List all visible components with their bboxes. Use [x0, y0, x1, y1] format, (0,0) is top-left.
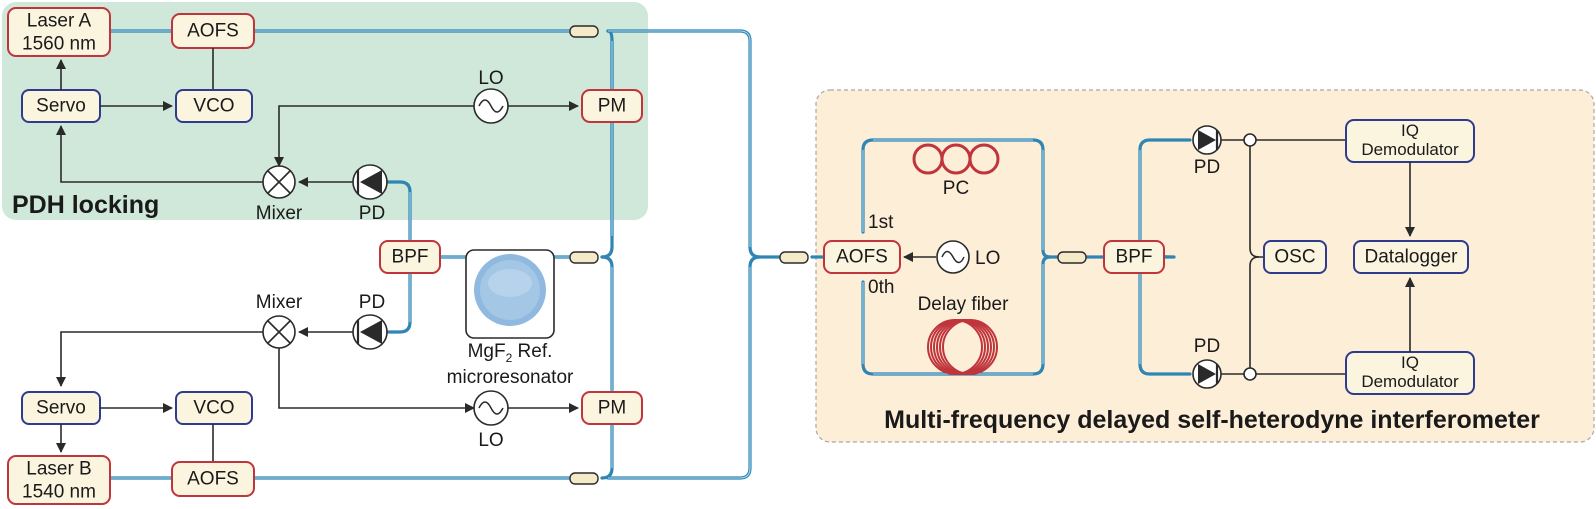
vco-bottom-label: VCO	[193, 398, 234, 419]
pdh-locking-title: PDH locking	[12, 191, 159, 219]
fiber-coupler	[1057, 251, 1087, 264]
lo-right-label: LO	[975, 248, 1000, 269]
iq-bottom-line1: IQ	[1401, 353, 1419, 372]
pm-top-label: PM	[598, 96, 627, 117]
mixer-top-label: Mixer	[256, 203, 303, 224]
pm-bottom-label: PM	[598, 398, 627, 419]
osc-label: OSC	[1274, 247, 1315, 268]
resonator-label-line2: microresonator	[447, 367, 574, 388]
laser-b-wavelength: 1540 nm	[22, 482, 96, 503]
pd-top-label: PD	[359, 203, 385, 224]
pd-bottom-label: PD	[359, 292, 385, 313]
laser-a-name: Laser A	[27, 11, 92, 32]
aofs-top-label: AOFS	[187, 21, 239, 42]
datalogger-box	[1353, 240, 1469, 274]
bpf-right-box	[1103, 240, 1165, 274]
pd-right-bottom-label: PD	[1194, 336, 1220, 357]
pm-bottom-box	[581, 391, 643, 425]
vco-bottom-box	[175, 391, 253, 425]
interferometer-title: Multi-frequency delayed self-heterodyne …	[884, 406, 1540, 434]
oscilloscope-box	[1263, 240, 1327, 274]
resonator-label-line1: MgF2 Ref.	[468, 341, 553, 365]
aofs-bottom-box	[171, 461, 255, 497]
pc-label: PC	[943, 178, 969, 199]
datalogger-label: Datalogger	[1365, 247, 1459, 268]
pm-top-box	[581, 89, 643, 123]
bpf-left-box	[379, 240, 441, 274]
laser-b-name: Laser B	[26, 459, 91, 480]
bpf-right-label: BPF	[1116, 247, 1153, 268]
aofs-right-label: AOFS	[836, 247, 888, 268]
laser-a-wavelength: 1560 nm	[22, 34, 96, 55]
bpf-left-label: BPF	[392, 247, 429, 268]
servo-bottom-label: Servo	[36, 398, 86, 419]
laser-a-box	[7, 7, 111, 57]
aofs-right-box	[823, 240, 901, 274]
lo-bottom-label: LO	[478, 430, 503, 451]
iq-bottom-line2: Demodulator	[1361, 372, 1459, 391]
mixer-bottom-label: Mixer	[256, 292, 303, 313]
pd-right-top-label: PD	[1194, 157, 1220, 178]
laser-b-box	[7, 455, 111, 505]
iq-top-line2: Demodulator	[1361, 140, 1459, 159]
polarization-controller-icon	[912, 143, 1000, 175]
delay-fiber-coil-icon	[927, 319, 998, 375]
delay-fiber-label: Delay fiber	[918, 294, 1009, 315]
servo-top-label: Servo	[36, 96, 86, 117]
pdh-locking-panel	[2, 2, 648, 220]
fiber-coupler	[569, 25, 599, 38]
fiber-coupler	[779, 251, 809, 264]
iq-top-line1: IQ	[1401, 121, 1419, 140]
order-1st-label: 1st	[868, 212, 894, 233]
vco-top-label: VCO	[193, 96, 234, 117]
vco-top-box	[175, 89, 253, 123]
lo-top-label: LO	[478, 68, 503, 89]
fiber-coupler	[569, 251, 599, 264]
fiber-coupler	[569, 472, 599, 485]
order-0th-label: 0th	[868, 277, 894, 298]
aofs-bottom-label: AOFS	[187, 469, 239, 490]
